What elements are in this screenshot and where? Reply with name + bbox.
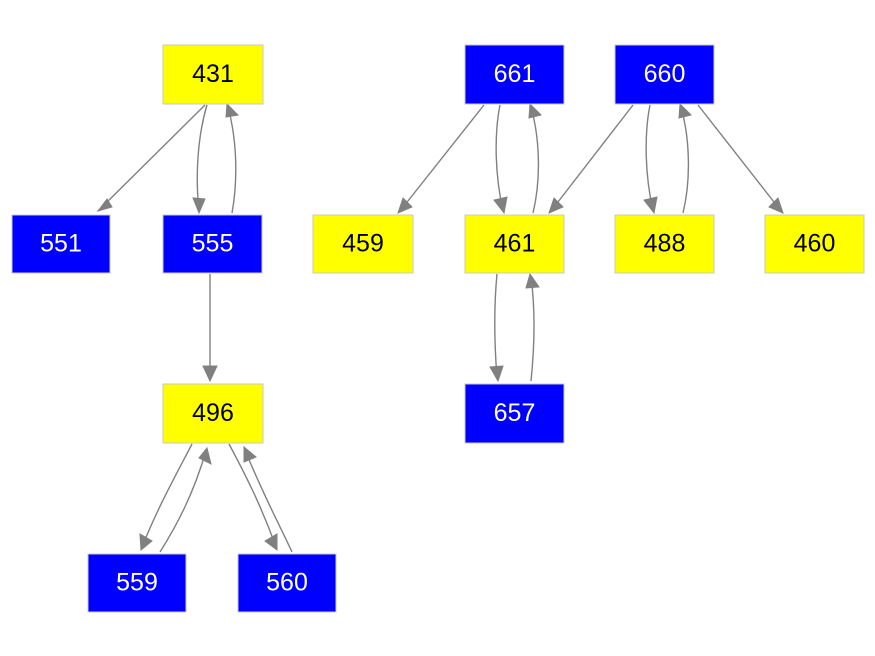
node-label: 496 <box>192 399 234 427</box>
graph-node-461[interactable]: 461 <box>464 214 565 274</box>
node-box[interactable] <box>464 44 565 105</box>
graph-node-560[interactable]: 560 <box>237 553 337 613</box>
graph-edge-661-to-459 <box>397 104 485 214</box>
arrowhead-icon <box>678 102 692 119</box>
graph-node-657[interactable]: 657 <box>464 383 565 444</box>
arrowhead-icon <box>643 196 658 215</box>
arrowhead-icon <box>225 102 240 118</box>
graph-node-661[interactable]: 661 <box>464 44 565 105</box>
node-label: 488 <box>644 230 686 258</box>
graph-edge-657-to-461 <box>525 272 540 382</box>
edge-line <box>244 449 293 553</box>
node-label: 559 <box>116 569 158 597</box>
node-layer: 431 551 555 496 559 560 661 660 459 461 488 460 657 <box>11 44 865 613</box>
node-box[interactable] <box>464 383 565 444</box>
arrowhead-icon <box>493 196 508 215</box>
graph-edge-461-to-661 <box>528 102 542 214</box>
node-box[interactable] <box>87 553 187 613</box>
edge-line <box>680 106 690 214</box>
edge-line <box>97 104 206 212</box>
node-label: 431 <box>192 60 234 88</box>
edge-line <box>159 450 207 553</box>
edge-line <box>227 106 237 214</box>
node-label: 560 <box>266 569 308 597</box>
edge-line <box>196 104 208 211</box>
edge-line <box>495 104 504 211</box>
graph-edge-488-to-660 <box>678 102 692 214</box>
node-box[interactable] <box>11 214 111 274</box>
edge-line <box>530 106 540 214</box>
graph-edge-660-to-461 <box>548 104 634 214</box>
graph-edge-660-to-460 <box>697 104 784 214</box>
node-box[interactable] <box>162 214 263 274</box>
graph-node-460[interactable]: 460 <box>764 214 865 274</box>
node-label: 555 <box>192 230 234 258</box>
arrowhead-icon <box>489 365 504 383</box>
graph-edge-560-to-496 <box>243 445 293 553</box>
graph-edge-555-to-496 <box>202 274 218 383</box>
node-box[interactable] <box>614 44 715 105</box>
node-label: 459 <box>342 230 384 258</box>
node-box[interactable] <box>162 44 264 105</box>
node-label: 461 <box>494 230 536 258</box>
graph-edge-555-to-431 <box>225 102 240 214</box>
arrowhead-icon <box>192 197 206 215</box>
graph-edge-496-to-559 <box>139 443 193 552</box>
arrowhead-icon <box>264 533 278 551</box>
node-label: 460 <box>794 230 836 258</box>
graph-edge-661-to-461 <box>493 104 508 215</box>
edge-line <box>494 273 498 379</box>
arrowhead-icon <box>202 365 218 383</box>
edge-line <box>141 443 193 548</box>
edge-line <box>550 104 634 212</box>
node-box[interactable] <box>614 214 715 274</box>
edge-line <box>399 104 485 212</box>
graph-node-488[interactable]: 488 <box>614 214 715 274</box>
edge-line <box>530 276 535 382</box>
graph-node-459[interactable]: 459 <box>312 214 414 274</box>
arrowhead-icon <box>528 102 542 119</box>
node-box[interactable] <box>237 553 337 613</box>
node-box[interactable] <box>764 214 865 274</box>
edge-layer <box>96 102 784 553</box>
arrowhead-icon <box>139 533 153 552</box>
graph-node-555[interactable]: 555 <box>162 214 263 274</box>
edge-line <box>645 104 654 211</box>
graph-edge-431-to-551 <box>96 104 206 212</box>
node-label: 657 <box>494 399 536 427</box>
edge-line <box>697 104 782 212</box>
arrowhead-icon <box>525 272 540 289</box>
graph-node-496[interactable]: 496 <box>162 383 264 444</box>
graph-edge-461-to-657 <box>489 273 504 383</box>
arrowhead-icon <box>198 446 212 465</box>
graph-node-660[interactable]: 660 <box>614 44 715 105</box>
node-box[interactable] <box>162 383 264 444</box>
arrowhead-icon <box>768 197 784 214</box>
node-label: 661 <box>494 60 536 88</box>
node-box[interactable] <box>312 214 414 274</box>
arrowhead-icon <box>96 198 113 212</box>
arrowhead-icon <box>548 197 564 214</box>
graph-edge-431-to-555 <box>192 104 208 215</box>
edge-line <box>228 443 277 548</box>
arrowhead-icon <box>397 197 413 214</box>
graph-edge-660-to-488 <box>643 104 658 215</box>
graph-node-551[interactable]: 551 <box>11 214 111 274</box>
graph-edge-559-to-496 <box>159 446 212 553</box>
node-box[interactable] <box>464 214 565 274</box>
arrowhead-icon <box>243 445 257 463</box>
graph-node-431[interactable]: 431 <box>162 44 264 105</box>
node-label: 660 <box>644 60 686 88</box>
graph-edge-496-to-560 <box>228 443 278 551</box>
node-label: 551 <box>40 230 82 258</box>
graph-node-559[interactable]: 559 <box>87 553 187 613</box>
